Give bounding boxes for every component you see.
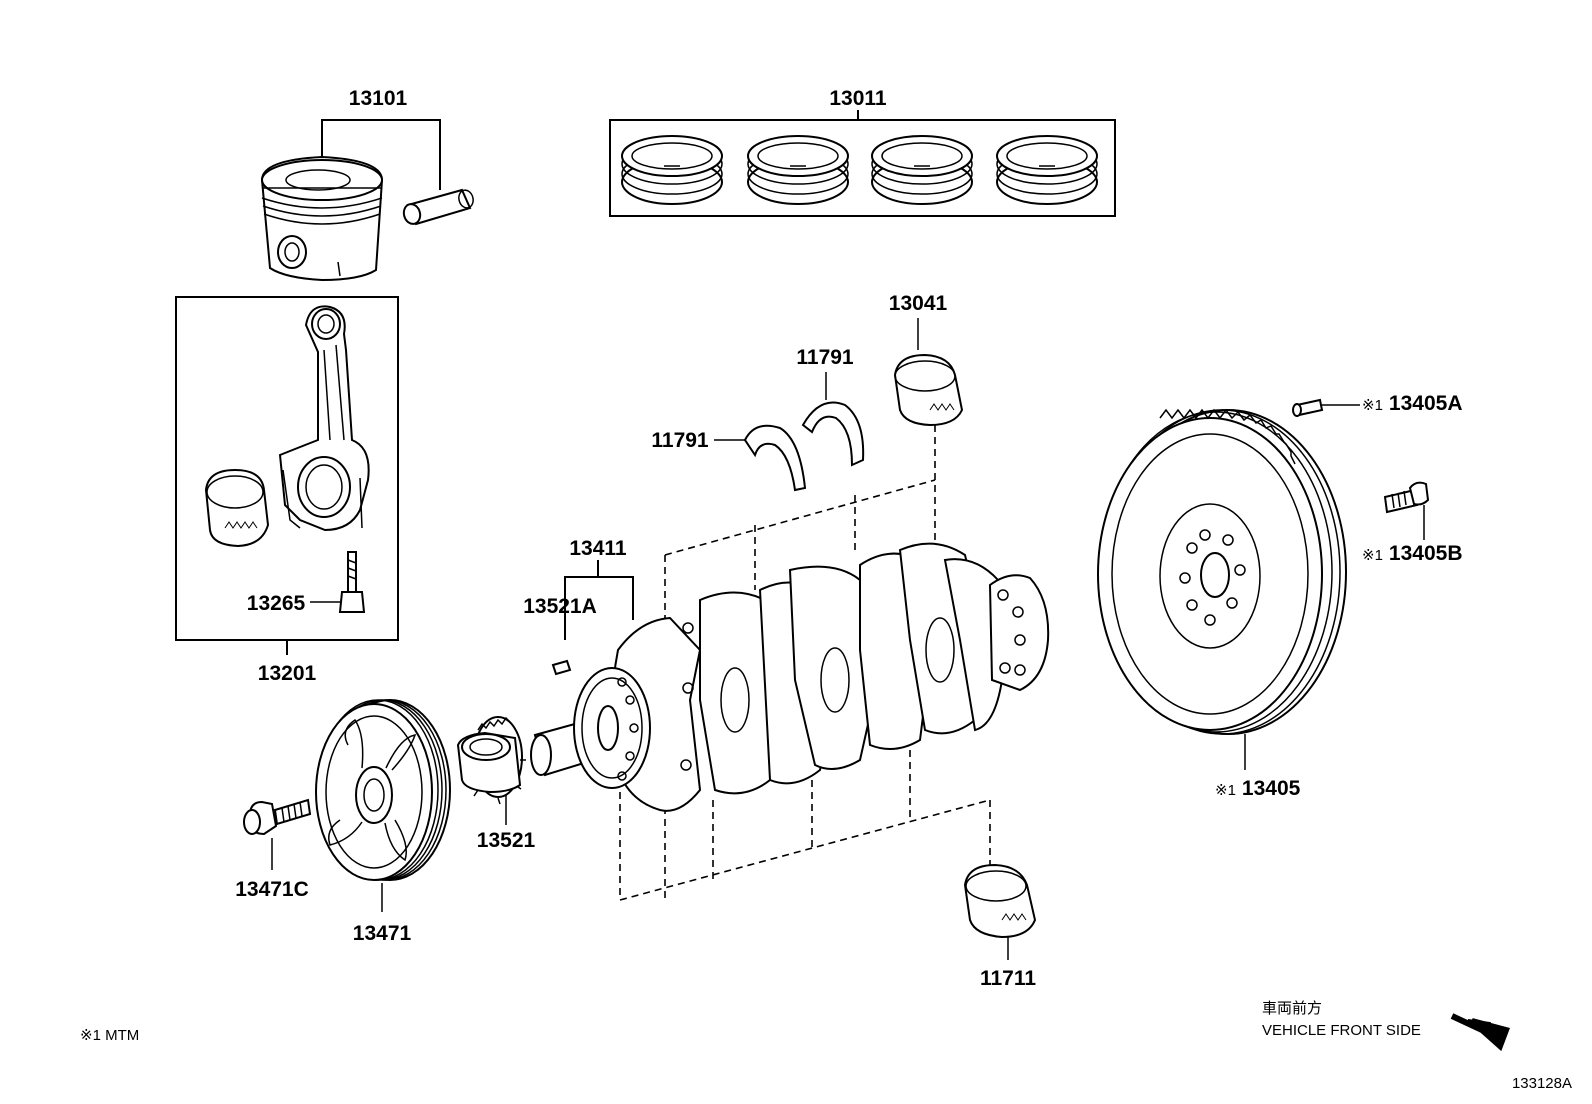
label-13405: ※1 13405	[1215, 777, 1301, 800]
piston-illustration	[260, 155, 384, 282]
flywheel-group: ※1 13405 ※1 13405A ※1 13405B	[1097, 392, 1462, 800]
rod-bolt-illustration	[338, 551, 366, 613]
flywheel-illustration	[1097, 408, 1347, 735]
label-13405A: ※1 13405A	[1362, 392, 1462, 415]
label-13405B-number: 13405B	[1389, 542, 1463, 565]
flywheel-bolt-illustration	[1383, 481, 1430, 514]
label-13101: 13101	[349, 87, 408, 110]
label-13041: 13041	[889, 292, 948, 315]
ring-2	[747, 135, 849, 205]
figure-id: 133128A	[1512, 1075, 1572, 1092]
front-side-label-jp: 車両前方	[1262, 1000, 1322, 1017]
crankshaft-key	[551, 659, 572, 676]
label-11791-upper: 11791	[796, 346, 854, 369]
crankshaft-group: 13411 13521A	[523, 479, 1050, 901]
leader-13101	[321, 119, 441, 190]
front-side-label-en: VEHICLE FRONT SIDE	[1262, 1022, 1421, 1039]
connecting-rod-illustration	[278, 305, 370, 532]
main-bearing-upper-group: 13041	[889, 292, 964, 545]
mark-13405: ※1	[1215, 782, 1236, 799]
thrust-washer-upper	[801, 401, 865, 467]
piston-ring-set-group: 13011	[609, 87, 1116, 217]
flywheel-pin-illustration	[1292, 398, 1324, 417]
label-13471C: 13471C	[235, 878, 309, 901]
label-13405B: ※1 13405B	[1362, 542, 1462, 565]
thrust-washer-group: 11791 11791	[651, 346, 865, 492]
ring-4	[996, 135, 1098, 205]
front-arrow-icon	[1450, 1013, 1510, 1052]
thrust-washer-lower	[743, 424, 807, 492]
rod-bearing-illustration	[204, 468, 270, 548]
ring-set-box	[609, 119, 1116, 217]
label-13521A: 13521A	[523, 595, 597, 618]
label-13471: 13471	[353, 922, 412, 945]
footnote-mtm: ※1 MTM	[80, 1027, 139, 1044]
connecting-rod-group: 13201 13265	[175, 296, 399, 685]
main-bearing-lower-illustration	[963, 863, 1037, 939]
crank-timing-sprocket-illustration	[573, 667, 651, 789]
ring-1	[621, 135, 723, 205]
piston-pin-illustration	[402, 188, 474, 226]
label-13201: 13201	[258, 662, 317, 685]
mark-13405B: ※1	[1362, 547, 1383, 564]
main-bearing-lower-group: 11711	[963, 863, 1037, 990]
pulley-illustration	[315, 699, 451, 881]
crankshaft-pulley-group: 13471 13471C	[235, 699, 451, 945]
label-11791-lower: 11791	[651, 429, 709, 452]
pulley-bolt-illustration	[243, 798, 312, 836]
main-bearing-upper-illustration	[893, 353, 964, 427]
label-13265: 13265	[247, 592, 306, 615]
piston-group: 13101	[260, 87, 474, 282]
label-13405-number: 13405	[1242, 777, 1301, 800]
label-11711: 11711	[980, 967, 1036, 990]
timing-gear-illustration	[456, 716, 526, 805]
label-13405A-number: 13405A	[1389, 392, 1463, 415]
label-13521: 13521	[477, 829, 536, 852]
ring-3	[871, 135, 973, 205]
label-13411: 13411	[569, 537, 627, 560]
mark-13405A: ※1	[1362, 397, 1383, 414]
label-13011: 13011	[829, 87, 887, 110]
timing-gear-group: 13521	[456, 716, 536, 852]
